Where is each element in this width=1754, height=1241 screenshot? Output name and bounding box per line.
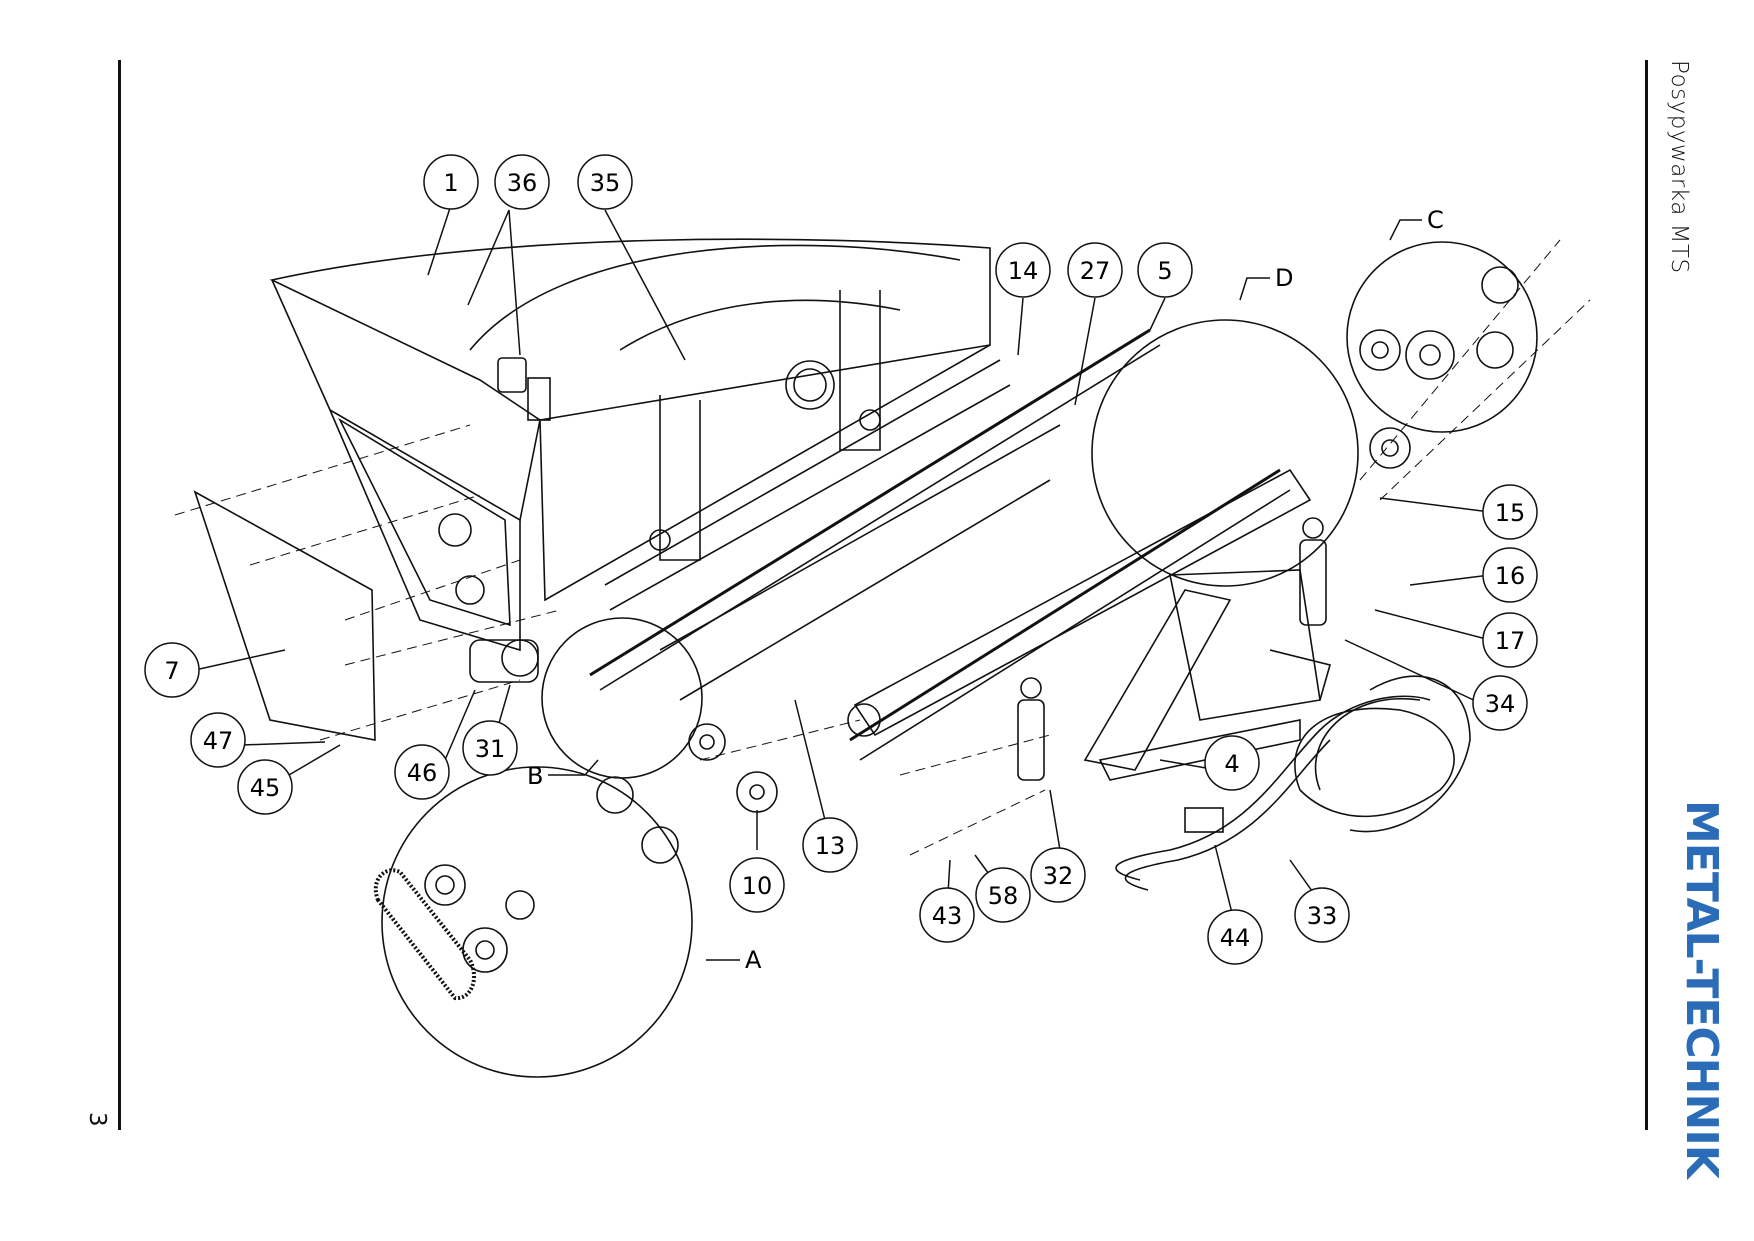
callout-group: 1 36 35 14 27 5 15 16 17 34 7 47 45 46 31 10 13 4 32 43 58 44…	[144, 154, 1538, 965]
callout-number: 36	[507, 169, 538, 197]
hopper-body	[269, 238, 991, 652]
callout-34: 34	[1472, 675, 1528, 731]
callout-circle	[1137, 242, 1193, 298]
callout-number: 32	[1043, 862, 1074, 890]
callout-circle	[919, 887, 975, 943]
callout-circle	[237, 759, 293, 815]
callout-number: 17	[1495, 627, 1526, 655]
callout-15: 15	[1482, 484, 1538, 540]
callout-36: 36	[494, 154, 550, 210]
mounting-frame	[1083, 569, 1331, 781]
callout-number: 13	[815, 832, 846, 860]
bearing-assembly	[1359, 266, 1519, 469]
callout-number: 45	[250, 774, 281, 802]
callout-10: 10	[729, 857, 785, 913]
callout-circle	[1482, 484, 1538, 540]
callout-circle	[462, 720, 518, 776]
callout-number: 5	[1157, 257, 1172, 285]
callout-circle	[975, 867, 1031, 923]
callout-31: 31	[462, 720, 518, 776]
side-cover-plate	[193, 490, 376, 741]
callout-47: 47	[190, 712, 246, 768]
callout-circle	[802, 817, 858, 873]
detail-label-a: A	[745, 946, 762, 974]
chain-drive	[373, 776, 679, 1001]
callout-circle	[1482, 547, 1538, 603]
callout-number: 34	[1485, 690, 1516, 718]
callout-number: 4	[1224, 750, 1239, 778]
callout-number: 1	[443, 169, 458, 197]
warning-light	[497, 357, 551, 421]
hydraulic-cylinder-left	[1017, 677, 1045, 781]
callout-number: 43	[932, 902, 963, 930]
callout-circle	[144, 642, 200, 698]
agitator-shaft	[589, 328, 1291, 761]
callout-32: 32	[1030, 847, 1086, 903]
callout-4: 4	[1204, 735, 1260, 791]
callout-circle	[995, 242, 1051, 298]
hydraulic-hoses	[1115, 675, 1471, 891]
assembly-lines	[174, 239, 1591, 856]
callout-13: 13	[802, 817, 858, 873]
callout-number: 7	[164, 657, 179, 685]
callout-number: 47	[203, 727, 234, 755]
callout-5: 5	[1137, 242, 1193, 298]
callout-14: 14	[995, 242, 1051, 298]
spreader-drum	[847, 468, 1312, 737]
callout-7: 7	[144, 642, 200, 698]
callout-circle	[1207, 909, 1263, 965]
callout-number: 33	[1307, 902, 1338, 930]
callout-circle	[423, 154, 479, 210]
hydraulic-motor	[469, 639, 539, 683]
callout-17: 17	[1482, 612, 1538, 668]
detail-circle-d	[1091, 319, 1359, 587]
callout-number: 44	[1220, 924, 1251, 952]
detail-label-c: C	[1427, 206, 1444, 234]
callout-45: 45	[237, 759, 293, 815]
callout-number: 27	[1080, 257, 1111, 285]
callout-circle	[494, 154, 550, 210]
callout-circle	[190, 712, 246, 768]
callout-number: 10	[742, 872, 773, 900]
callout-circle	[1294, 887, 1350, 943]
callout-number: 16	[1495, 562, 1526, 590]
callout-circle	[394, 744, 450, 800]
right-border-line	[1645, 60, 1648, 1130]
callout-circle	[1482, 612, 1538, 668]
callout-number: 31	[475, 735, 506, 763]
hydraulic-cylinder-right	[1299, 517, 1327, 626]
callout-1: 1	[423, 154, 479, 210]
left-border-line	[118, 60, 121, 1130]
leader-lines	[194, 204, 1491, 961]
callout-circle	[729, 857, 785, 913]
callout-circle	[577, 154, 633, 210]
callout-43: 43	[919, 887, 975, 943]
callout-35: 35	[577, 154, 633, 210]
callout-44: 44	[1207, 909, 1263, 965]
callout-58: 58	[975, 867, 1031, 923]
detail-circle-a	[381, 766, 693, 1078]
flange-plates	[688, 723, 778, 813]
callout-16: 16	[1482, 547, 1538, 603]
callout-number: 15	[1495, 499, 1526, 527]
detail-label-d: D	[1275, 264, 1293, 292]
detail-label-b: B	[527, 762, 543, 790]
callout-circle	[1030, 847, 1086, 903]
callout-number: 46	[407, 759, 438, 787]
callout-circle	[1472, 675, 1528, 731]
callout-circle	[1067, 242, 1123, 298]
callout-circle	[1204, 735, 1260, 791]
callout-number: 58	[988, 882, 1019, 910]
detail-circle-c	[1346, 241, 1538, 433]
callout-number: 35	[590, 169, 621, 197]
callout-33: 33	[1294, 887, 1350, 943]
callout-number: 14	[1008, 257, 1039, 285]
callout-27: 27	[1067, 242, 1123, 298]
callout-46: 46	[394, 744, 450, 800]
